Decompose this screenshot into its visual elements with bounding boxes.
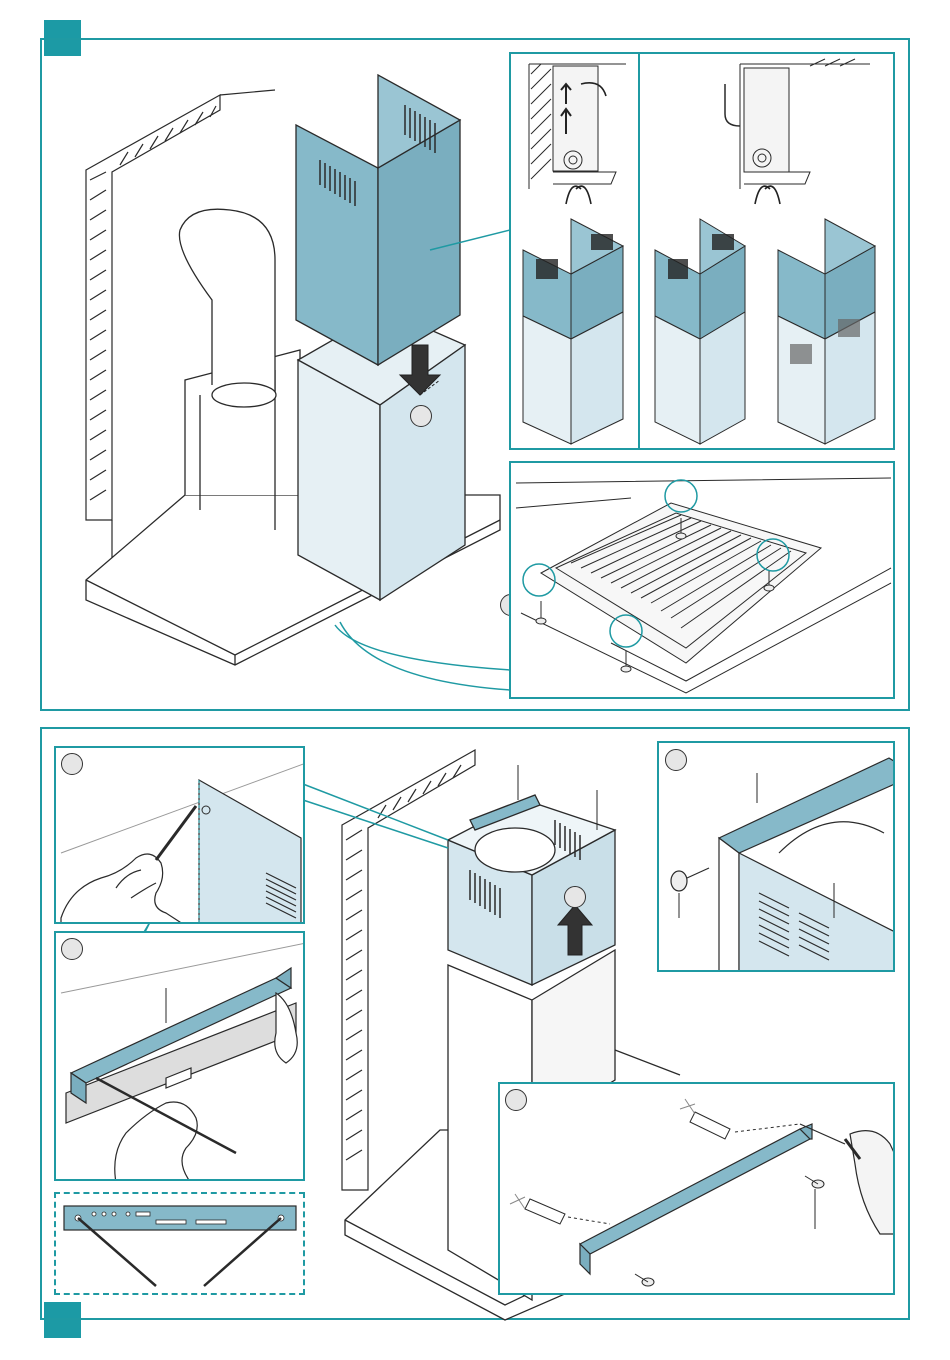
step-circle — [61, 753, 83, 775]
inset-bracket-marking-detail — [54, 1192, 305, 1295]
drill-icon — [800, 1124, 895, 1234]
step-circle — [61, 938, 83, 960]
upper-chimney — [448, 795, 615, 985]
hand-icon — [61, 854, 186, 924]
step-circle — [564, 886, 586, 908]
inset-bracket-screw-detail — [657, 741, 895, 972]
screw-icon — [635, 1176, 824, 1286]
inset-bracket-level-detail — [54, 931, 305, 1181]
wall-plug-icon — [525, 1112, 730, 1224]
screw-icon — [671, 868, 709, 891]
inset-mark-hole-detail — [54, 746, 305, 924]
step-circle — [505, 1089, 527, 1111]
pencil-icon — [156, 806, 196, 860]
inset-bracket-mounting-detail — [498, 1082, 895, 1295]
step-circle — [665, 749, 687, 771]
